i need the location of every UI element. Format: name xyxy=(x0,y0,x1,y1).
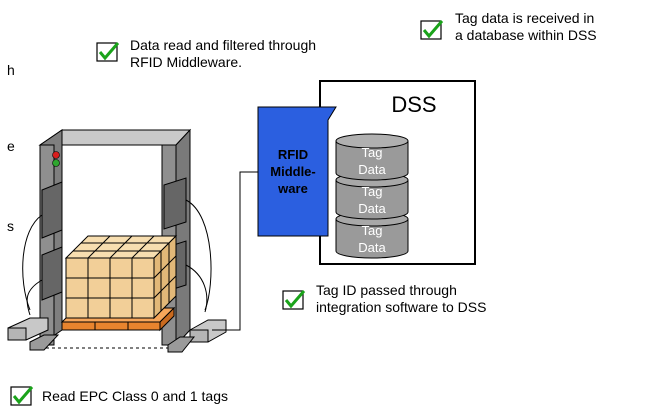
disk-label-line-1: Tag xyxy=(362,184,383,199)
caption-line: Read EPC Class 0 and 1 tags xyxy=(42,388,228,404)
database-disk: Tag Data xyxy=(335,133,409,181)
disk-label-line-1: Tag xyxy=(362,145,383,160)
rfid-middleware: RFID Middle- ware xyxy=(257,106,337,237)
red-light-icon xyxy=(52,151,60,159)
middleware-line-2: Middle- xyxy=(270,164,316,179)
caption-line: a database within DSS xyxy=(455,27,597,43)
cut-off-text: h xyxy=(7,62,15,78)
caption-line: Tag ID passed through xyxy=(316,282,457,298)
read-step-caption: Read EPC Class 0 and 1 tags xyxy=(42,388,228,405)
green-light-icon xyxy=(52,159,60,167)
database-stack: Tag Data Tag Data Tag Data xyxy=(335,133,409,259)
database-disk: Tag Data xyxy=(335,211,409,259)
checkmark-icon xyxy=(420,20,444,40)
caption-line: Tag data is received in xyxy=(455,10,595,26)
caption-line: integration software to DSS xyxy=(316,299,487,315)
box-stack xyxy=(64,234,178,320)
portal-feet xyxy=(7,317,227,353)
disk-label-line-2: Data xyxy=(358,240,386,255)
checkmark-icon xyxy=(282,290,306,310)
middleware-step-caption: Data read and filtered through RFID Midd… xyxy=(130,37,316,71)
disk-label-line-2: Data xyxy=(358,201,386,216)
caption-line: RFID Middleware. xyxy=(130,54,243,70)
database-step-caption: Tag data is received in a database withi… xyxy=(455,10,597,44)
disk-label-line-2: Data xyxy=(358,162,386,177)
middleware-line-3: ware xyxy=(277,181,308,196)
middleware-line-1: RFID xyxy=(278,147,308,162)
antenna-left xyxy=(41,181,63,301)
cut-off-text: e xyxy=(7,138,15,154)
checkmark-icon xyxy=(96,42,120,62)
dss-title: DSS xyxy=(391,92,436,117)
checkmark-icon xyxy=(10,386,34,406)
integration-step-caption: Tag ID passed through integration softwa… xyxy=(316,282,486,316)
disk-label-line-1: Tag xyxy=(362,223,383,238)
rfid-portal xyxy=(7,128,227,353)
caption-line: Data read and filtered through xyxy=(130,37,317,53)
portal-to-middleware-connector xyxy=(212,171,258,331)
cut-off-text: s xyxy=(7,218,14,234)
